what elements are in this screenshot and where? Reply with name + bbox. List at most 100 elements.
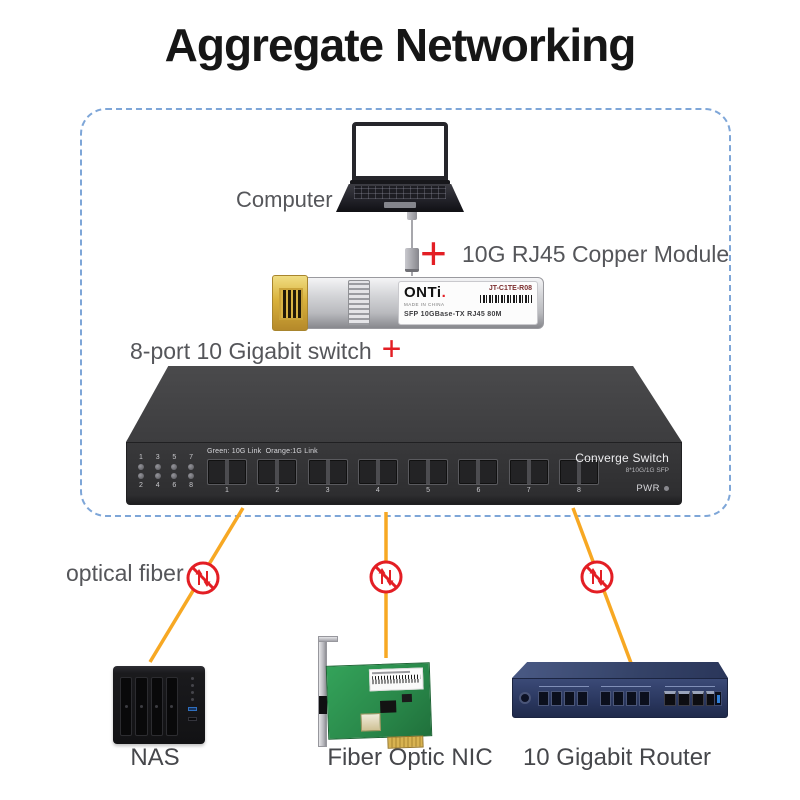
router-label: 10 Gigabit Router xyxy=(522,744,712,771)
switch-power-indicator: PWR xyxy=(575,483,669,494)
fiber-port-icon xyxy=(319,696,327,714)
rj45-port-icon xyxy=(692,691,704,706)
sfp-cage-icon xyxy=(613,691,624,706)
sfp-product-label: ONTi. MADE IN CHINA JT-C1TE-R08 SFP 10GB… xyxy=(398,281,538,325)
sfp-spec-text: SFP 10GBase-TX RJ45 80M xyxy=(404,311,502,318)
drive-bay xyxy=(135,677,148,736)
pci-bracket xyxy=(318,641,327,747)
sfp-port: 5 xyxy=(408,459,449,494)
switch-spec: 8*10G/1G SFP xyxy=(625,467,669,474)
sfp-cage-icon xyxy=(538,691,549,706)
sfp-made-in: MADE IN CHINA xyxy=(404,302,445,307)
sfp-cage-icon xyxy=(207,459,247,485)
nic-pcb xyxy=(325,662,433,749)
nas-status-panel xyxy=(186,677,199,736)
optical-fiber-label: optical fiber xyxy=(66,560,184,586)
led-icon xyxy=(154,464,161,470)
sfp-cage-icon xyxy=(257,459,298,485)
sfp-cage-icon xyxy=(551,691,562,706)
switch-top-face xyxy=(126,366,682,442)
sfp-cage-icon xyxy=(639,691,650,706)
drive-bay xyxy=(120,677,133,736)
rj45-port-icon xyxy=(664,691,676,706)
sfp-cage-icon xyxy=(508,459,549,485)
router-rj45-ports xyxy=(664,691,718,706)
sfp-port: 4 xyxy=(357,459,398,494)
sfp-part-number: JT-C1TE-R08 xyxy=(488,285,532,292)
sfp-port: 7 xyxy=(508,459,549,494)
fiber-nic-illustration xyxy=(316,636,440,750)
led-icon xyxy=(171,464,178,470)
usb-port-icon xyxy=(188,707,197,711)
led-icon xyxy=(187,464,194,470)
chip-icon xyxy=(401,693,413,703)
switch-branding: Converge Switch 8*10G/1G SFP PWR xyxy=(575,451,669,494)
fiber-line xyxy=(571,507,633,664)
router-sfp-ports xyxy=(600,691,650,706)
rj45-socket-icon xyxy=(279,288,303,320)
sfp-cage-icon xyxy=(564,691,575,706)
laptop-illustration xyxy=(336,120,464,216)
drive-bay xyxy=(165,677,178,736)
plus-icon: + xyxy=(381,330,402,368)
sfp-port: 6 xyxy=(458,459,499,494)
barcode-icon xyxy=(372,674,421,685)
led-icon xyxy=(191,684,194,687)
page-title: Aggregate Networking xyxy=(164,19,637,71)
usb-port-icon xyxy=(714,691,722,706)
sfp-cage-icon xyxy=(600,691,611,706)
sfp-port: 2 xyxy=(257,459,298,494)
sfp-cage-icon xyxy=(408,459,449,485)
led-icon xyxy=(171,473,178,479)
router-front-panel xyxy=(512,678,728,718)
switch-brand-name: Converge Switch xyxy=(575,451,669,465)
aggregation-group-box xyxy=(80,108,731,517)
power-jack-icon xyxy=(519,692,531,704)
router-sfp-ports xyxy=(538,691,588,706)
sfp-cage-icon xyxy=(626,691,637,706)
nas-illustration xyxy=(113,666,205,744)
barcode-icon xyxy=(480,294,532,303)
rj45-plug-icon xyxy=(407,206,417,220)
nic-label: Fiber Optic NIC xyxy=(327,744,493,771)
led-icon xyxy=(187,473,194,479)
sfp-port: 3 xyxy=(307,459,348,494)
power-led-icon xyxy=(664,486,669,491)
sfp-cage-icon xyxy=(357,459,398,485)
led-icon xyxy=(191,691,194,694)
drive-bay xyxy=(150,677,163,736)
laptop-screen xyxy=(352,122,448,180)
switch-port-row: 1 2 3 4 5 6 7 8 xyxy=(207,459,599,494)
sfp-brand-logo: ONTi. xyxy=(404,284,447,301)
optical-cage-icon xyxy=(360,712,382,732)
sfp-rj45-connector xyxy=(272,275,308,331)
switch-caption: 8-port 10 Gigabit switch + xyxy=(130,332,401,366)
sfp-port: 1 xyxy=(207,459,247,494)
sfp-cage-icon xyxy=(307,459,348,485)
no-fiber-icon xyxy=(369,560,403,594)
laptop-keyboard xyxy=(354,186,446,199)
computer-label: Computer xyxy=(236,187,333,212)
sfp-cage-icon xyxy=(577,691,588,706)
usb-port-icon xyxy=(188,717,197,721)
nic-label-sticker xyxy=(368,667,424,692)
chip-icon xyxy=(379,700,397,713)
sfp-cage-icon xyxy=(558,459,599,485)
sfp-module-illustration: ONTi. MADE IN CHINA JT-C1TE-R08 SFP 10GB… xyxy=(272,275,544,331)
laptop-hinge xyxy=(350,180,450,185)
sfp-port: 8 xyxy=(558,459,599,494)
no-fiber-icon xyxy=(186,561,220,595)
led-icon xyxy=(138,464,144,470)
copper-module-label: 10G RJ45 Copper Module xyxy=(462,241,730,267)
plus-icon: + xyxy=(420,227,447,279)
rj45-plug-icon xyxy=(405,248,419,272)
switch-led-legend: Green: 10G Link Orange:1G Link xyxy=(207,448,318,455)
sfp-cage-icon xyxy=(458,459,499,485)
led-icon xyxy=(138,473,144,479)
router-top-face xyxy=(512,662,728,678)
no-fiber-icon xyxy=(580,560,614,594)
